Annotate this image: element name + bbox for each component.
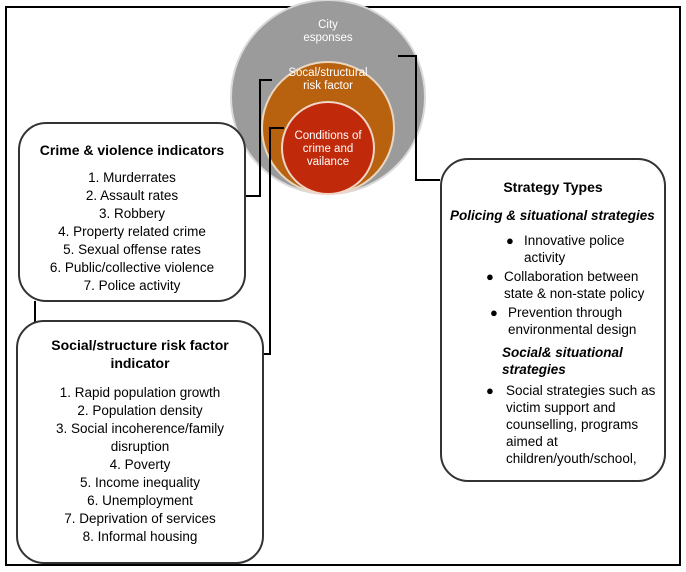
- connector-risk-to-crime: [246, 79, 272, 197]
- social-item: 1. Rapid population growth: [59, 385, 221, 400]
- social-strategy-text: Social strategies such as victim support…: [506, 383, 656, 466]
- crime-violence-box: Crime & violence indicators 1. Murderrat…: [18, 122, 246, 302]
- bullet-icon: ●: [490, 305, 498, 320]
- policing-item-text: Prevention through environmental design: [508, 305, 637, 337]
- social-indicator-list: 1. Rapid population growth 2. Population…: [18, 384, 262, 546]
- social-item: 5. Income inequality: [79, 475, 201, 490]
- crime-item: 6. Public/collective violence: [49, 260, 215, 275]
- social-item: 8. Informal housing: [82, 529, 198, 544]
- policing-strategy-list: ● Innovative police activity ● Collabora…: [442, 232, 664, 338]
- conditions-label: Conditions of crime and vailance: [294, 130, 362, 168]
- social-strategy-item: ● Social strategies such as victim suppo…: [442, 382, 664, 467]
- strategy-types-box: Strategy Types Policing & situational st…: [440, 158, 666, 482]
- policing-item: ● Prevention through environmental desig…: [442, 304, 664, 338]
- policing-item-text: Collaboration between state & non-state …: [504, 269, 645, 301]
- conditions-circle: [281, 101, 375, 195]
- social-item: 6. Unemployment: [87, 493, 193, 508]
- strategy-box-title: Strategy Types: [503, 179, 603, 195]
- bullet-icon: ●: [486, 383, 494, 398]
- bullet-icon: ●: [506, 233, 514, 248]
- crime-indicator-list: 1. Murderrates 2. Assault rates 3. Robbe…: [20, 169, 244, 295]
- crime-item: 3. Robbery: [98, 206, 166, 221]
- crime-item: 7. Police activity: [83, 278, 181, 293]
- social-strategies-heading: Social& situational strategies: [502, 345, 623, 377]
- social-box-title: Social/structure risk factor indicator: [51, 337, 229, 371]
- connector-city-to-strategy: [398, 55, 440, 181]
- connector-conditions-to-social: [262, 127, 284, 355]
- social-strategy-list: ● Social strategies such as victim suppo…: [442, 382, 664, 467]
- city-responses-label: City esponses: [303, 19, 353, 44]
- risk-factor-label: Socal/structural risk factor: [288, 67, 368, 92]
- social-item: 7. Deprivation of services: [64, 511, 216, 526]
- policing-item: ● Innovative police activity: [442, 232, 664, 266]
- policing-heading: Policing & situational strategies: [450, 208, 655, 223]
- social-item: 3. Social incoherence/family: [55, 421, 225, 436]
- policing-item-text: Innovative police activity: [524, 233, 625, 265]
- social-item: 4. Poverty: [109, 457, 171, 472]
- crime-item: 5. Sexual offense rates: [63, 242, 201, 257]
- crime-item: 4. Property related crime: [58, 224, 206, 239]
- crime-box-title: Crime & violence indicators: [39, 142, 225, 158]
- crime-item: 1. Murderrates: [88, 170, 176, 185]
- bullet-icon: ●: [486, 269, 494, 284]
- social-item: disruption: [110, 439, 170, 454]
- social-item: 2. Population density: [77, 403, 203, 418]
- policing-item: ● Collaboration between state & non-stat…: [442, 268, 664, 302]
- social-structure-box: Social/structure risk factor indicator 1…: [16, 320, 264, 564]
- crime-item: 2. Assault rates: [85, 188, 179, 203]
